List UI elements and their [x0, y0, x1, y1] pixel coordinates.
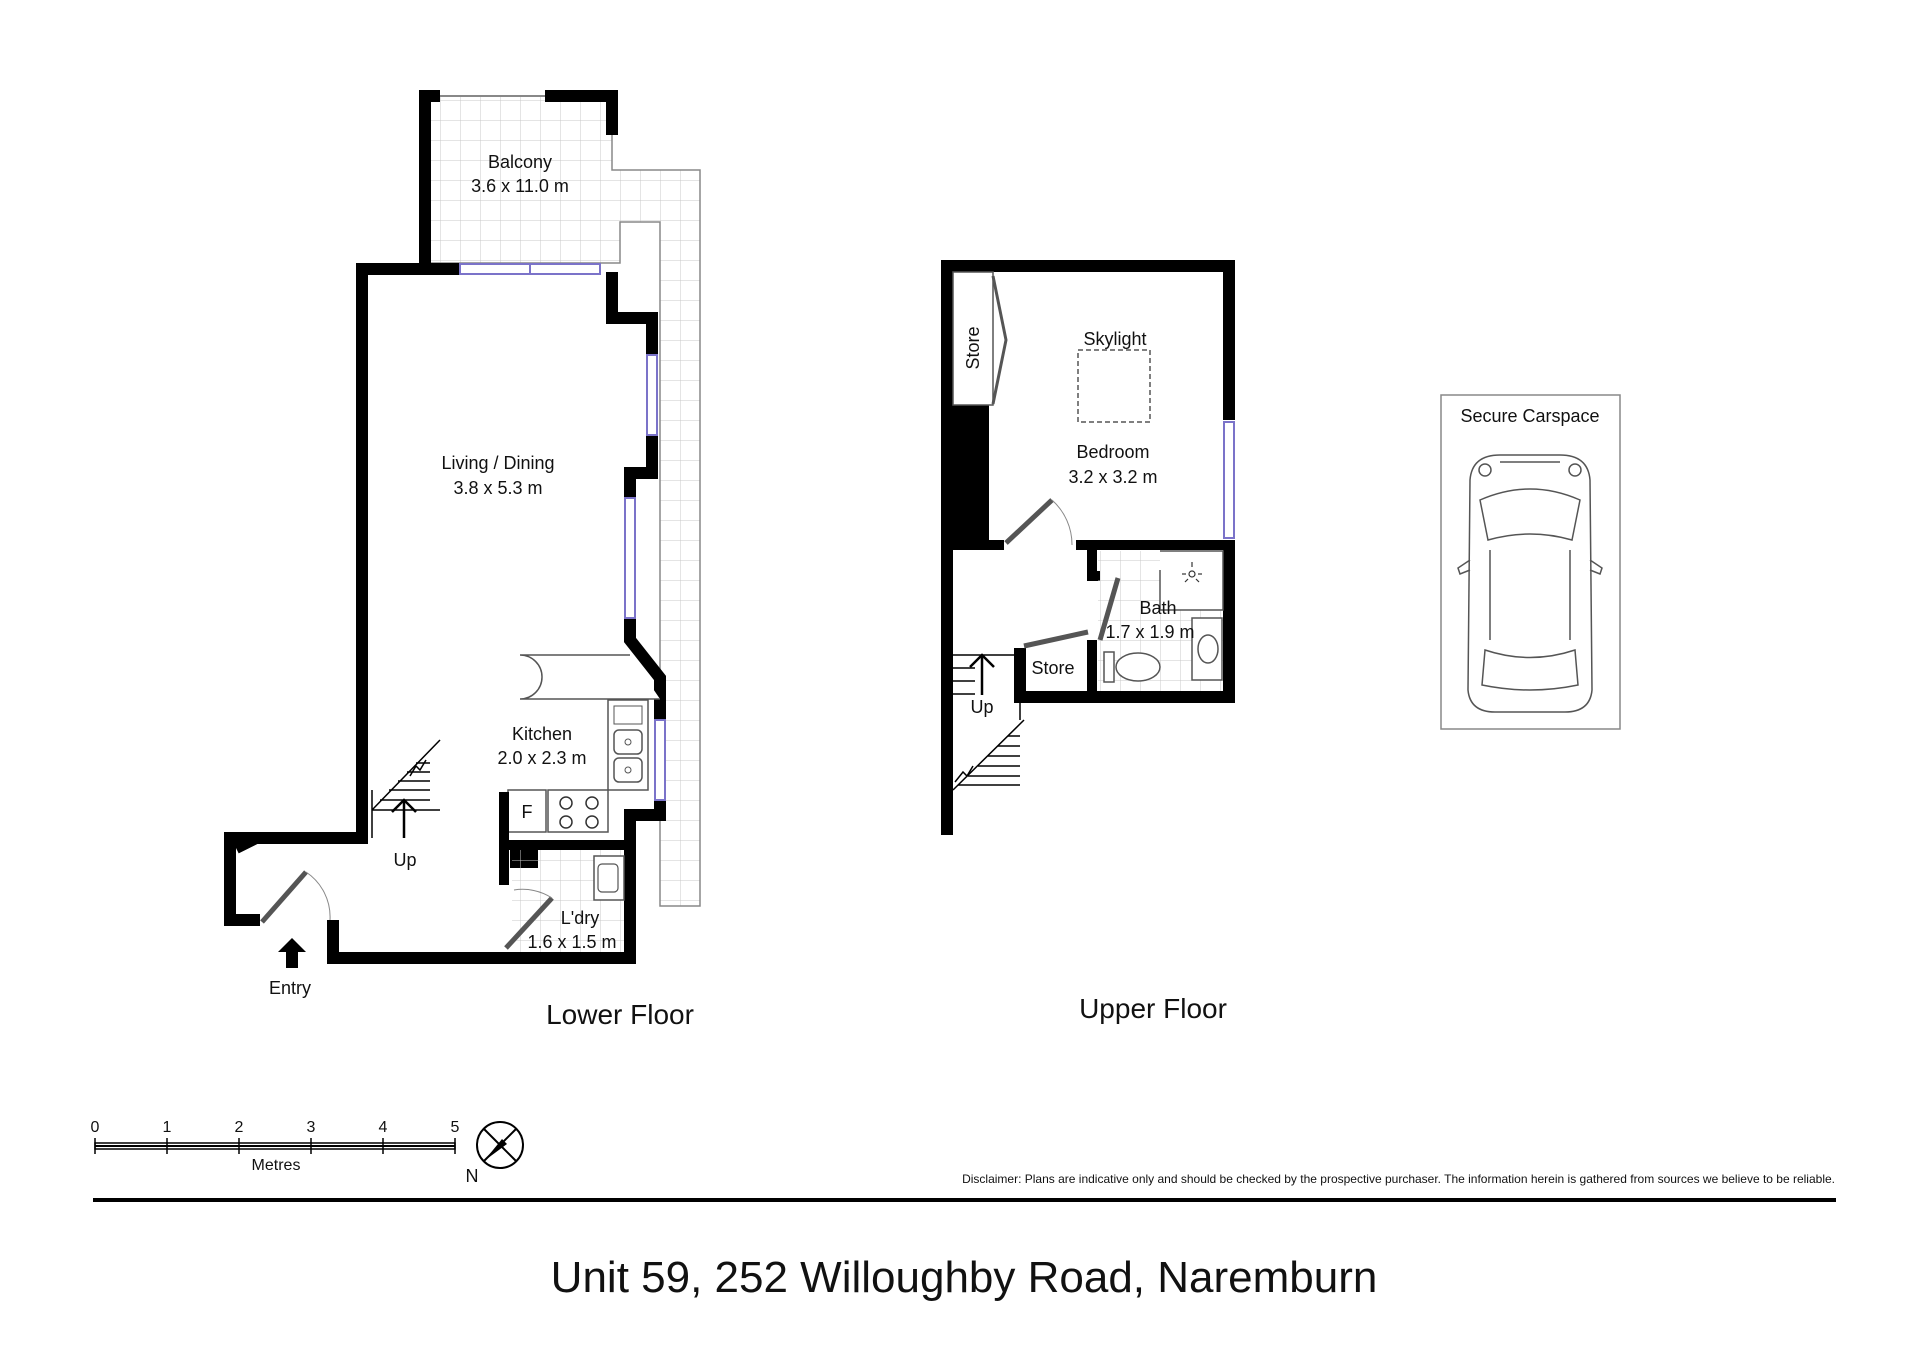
bath-door: [1097, 577, 1121, 641]
balcony-name: Balcony: [488, 152, 552, 172]
scale-unit: Metres: [252, 1157, 301, 1174]
lower-floor-wall-left: [224, 263, 460, 926]
scale-bar: 0 1 2 3 4 5 Metres: [91, 1119, 460, 1174]
north-arrow-icon: N: [466, 1121, 524, 1186]
drainer: [613, 705, 643, 725]
scale-tick-label: 5: [451, 1119, 460, 1136]
carspace-label: Secure Carspace: [1460, 406, 1599, 426]
upper-stair-label: Up: [970, 697, 993, 717]
upper-store-label: Store: [963, 326, 983, 369]
sink-2: [613, 757, 643, 783]
scale-tick-label: 3: [307, 1119, 316, 1136]
upper-wall-block: [953, 405, 989, 545]
lower-floor-title: Lower Floor: [546, 999, 694, 1030]
entry-wall-bevel: [233, 832, 362, 854]
balcony-wall-top-right: [545, 90, 618, 135]
scale-tick-label: 0: [91, 1119, 100, 1136]
entry-label: Entry: [269, 978, 311, 998]
upper-stair-arrow-icon: [969, 653, 995, 695]
upper-floor-walls: [941, 260, 1235, 835]
upper-stair: [952, 654, 1025, 791]
balcony-dims: 3.6 x 11.0 m: [471, 176, 569, 196]
entry-arrow-icon: [278, 938, 306, 968]
upper-store-door: [991, 275, 1008, 405]
sink-1: [613, 729, 643, 755]
scale-tick-label: 2: [235, 1119, 244, 1136]
laundry-tub: [593, 855, 625, 901]
carspace: Secure Carspace: [1440, 394, 1621, 730]
laundry-dims: 1.6 x 1.5 m: [527, 932, 616, 952]
entry-door: [260, 870, 308, 924]
cooktop: [547, 789, 609, 833]
scale-ticks: 0 1 2 3 4 5: [91, 1119, 460, 1154]
living-window-lower: [624, 497, 636, 619]
bath-dims: 1.7 x 1.9 m: [1105, 622, 1194, 642]
kitchen-name: Kitchen: [512, 724, 572, 744]
bedroom-window: [1223, 421, 1235, 539]
small-store-label: Store: [1031, 658, 1074, 678]
lower-stair: [371, 739, 441, 838]
skylight: [1077, 349, 1151, 423]
disclaimer: Disclaimer: Plans are indicative only an…: [962, 1172, 1835, 1186]
car-icon: [1457, 454, 1603, 713]
upper-floor-title: Upper Floor: [1079, 993, 1227, 1024]
kitchen-window: [654, 719, 666, 801]
address-title: Unit 59, 252 Willoughby Road, Naremburn: [551, 1253, 1378, 1302]
laundry-door: [504, 896, 554, 950]
north-label: N: [466, 1166, 479, 1186]
kitchen-island: [519, 654, 660, 700]
shower-head-icon: [1182, 562, 1202, 583]
lower-floor-walls: [327, 272, 666, 964]
living-dims: 3.8 x 5.3 m: [453, 478, 542, 498]
bath-wall-left: [1087, 545, 1100, 581]
fridge: [507, 789, 547, 833]
lower-stair-label: Up: [393, 850, 416, 870]
scale-tick-label: 1: [163, 1119, 172, 1136]
bath-name: Bath: [1139, 598, 1176, 618]
upper-store: [952, 271, 994, 406]
living-name: Living / Dining: [441, 453, 554, 473]
scale-tick-label: 4: [379, 1119, 388, 1136]
shower: [1159, 550, 1224, 611]
toilet-cistern: [1103, 651, 1115, 683]
small-store-door: [1023, 629, 1089, 649]
upper-floor: Store Skylight Bedroom 3.2 x 3.2 m Bath …: [941, 260, 1235, 1024]
bedroom-name: Bedroom: [1076, 442, 1149, 462]
bedroom-dims: 3.2 x 3.2 m: [1068, 467, 1157, 487]
skylight-label: Skylight: [1083, 329, 1146, 349]
toilet-bowl: [1115, 652, 1161, 682]
vanity: [1191, 617, 1223, 681]
store-small-wall: [1015, 648, 1092, 702]
footer-rule: [93, 1198, 1836, 1202]
laundry-name: L'dry: [561, 908, 599, 928]
lower-floor: F Up: [224, 90, 701, 1030]
lower-stair-arrow-icon: [391, 798, 417, 838]
bedroom-door: [1004, 498, 1054, 545]
fridge-label: F: [522, 802, 533, 822]
living-window-upper: [646, 354, 658, 436]
kitchen-dims: 2.0 x 2.3 m: [497, 748, 586, 768]
